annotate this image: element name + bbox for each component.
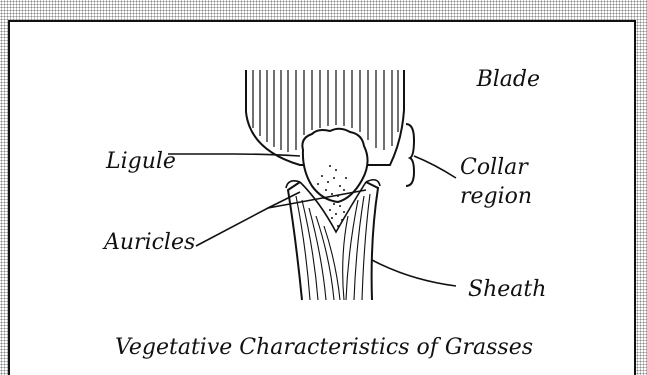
label-collar-line2: region bbox=[460, 184, 532, 209]
label-sheath: Sheath bbox=[468, 277, 546, 302]
label-collar-line1: Collar bbox=[460, 155, 529, 180]
collar-bracket bbox=[406, 124, 414, 186]
diagram-caption: Vegetative Characteristics of Grasses bbox=[115, 335, 533, 360]
ligule-leader bbox=[168, 154, 300, 156]
sheath-leader bbox=[372, 260, 456, 286]
collar-leader bbox=[414, 156, 456, 178]
label-ligule: Ligule bbox=[105, 149, 176, 174]
label-blade: Blade bbox=[476, 67, 540, 92]
label-auricles: Auricles bbox=[102, 230, 195, 255]
auricles-leader-1 bbox=[196, 192, 300, 246]
